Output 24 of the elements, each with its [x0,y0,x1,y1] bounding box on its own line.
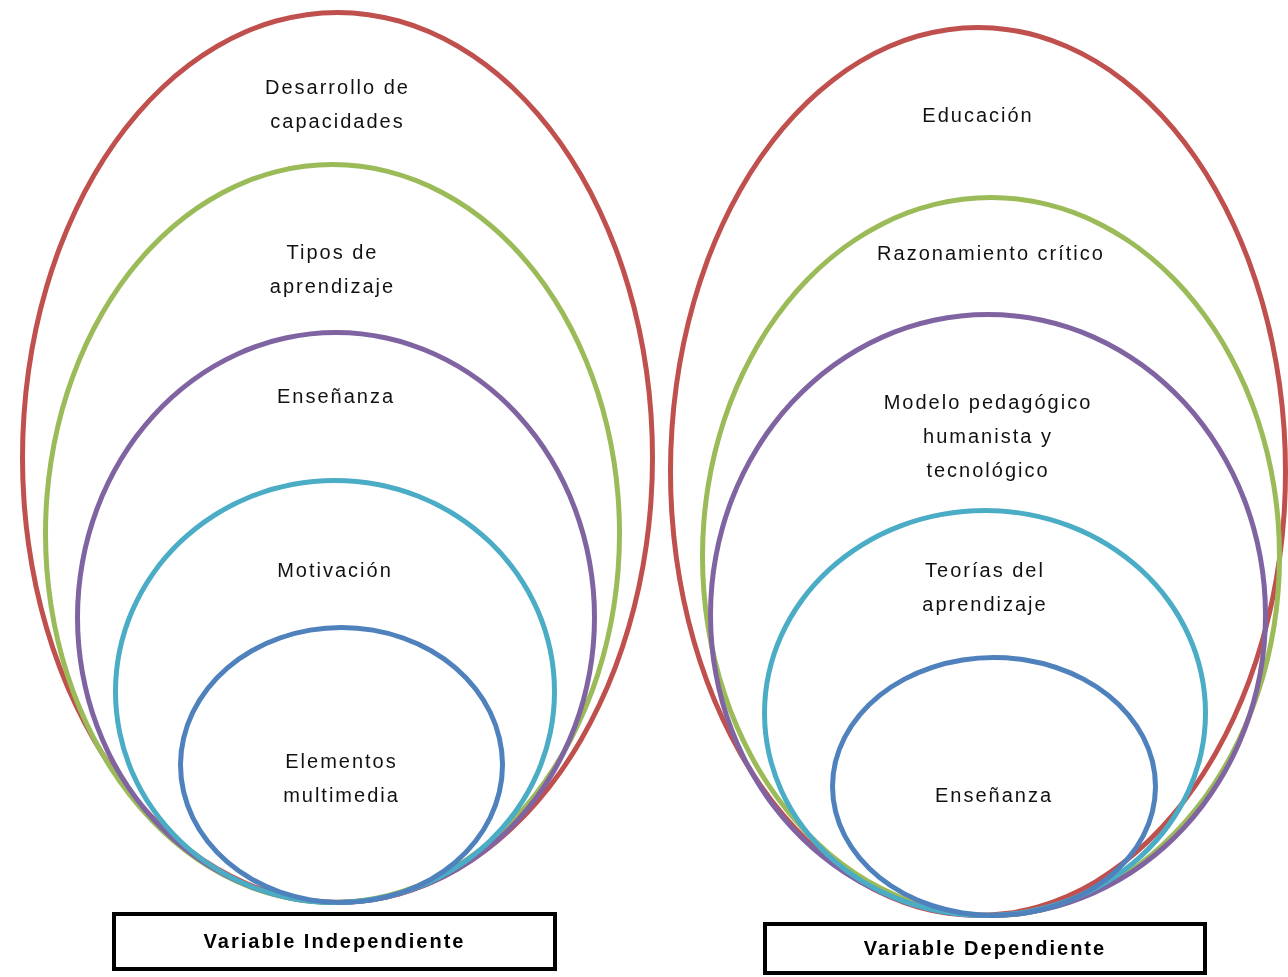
nested-ellipse [700,195,1282,918]
variable-label: Variable Dependiente [863,937,1107,960]
nested-ellipse [113,478,557,905]
nested-ellipse [20,10,655,905]
nested-ellipse [43,162,622,905]
ellipse-label: Modelo pedagógico humanista y tecnológico [882,390,1094,483]
ellipse-label: Razonamiento crítico [876,241,1106,266]
variable-box [112,912,557,971]
ellipse-label: Tipos de aprendizaje [268,240,397,299]
nested-ellipse [708,312,1268,918]
ellipse-label: Motivación [276,558,394,583]
nested-ellipse [75,330,597,905]
variable-label: Variable Independiente [203,930,466,953]
ellipse-label: Elementos multimedia [282,749,401,808]
ellipse-label: Desarrollo de capacidades [264,75,411,134]
nested-ellipse [830,655,1158,918]
nested-ellipse [762,508,1208,918]
variable-box [763,922,1207,975]
ellipse-label: Teorías del aprendizaje [921,558,1049,617]
nested-ellipse [668,25,1288,918]
ellipse-label: Educación [921,103,1035,128]
ellipse-label: Enseñanza [275,384,397,409]
ellipse-label: Enseñanza [933,783,1055,808]
nested-ellipse [178,625,505,905]
